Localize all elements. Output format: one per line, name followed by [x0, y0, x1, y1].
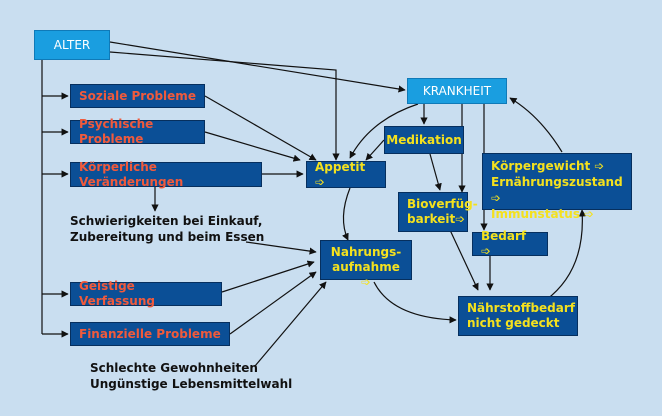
- edge-psychische-appetit: [204, 131, 301, 162]
- label-schwierigkeiten-line1: Schwierigkeiten bei Einkauf,: [70, 214, 263, 228]
- node-medikation: Medikation: [384, 126, 464, 154]
- node-naehrstoffbedarf-line2: nicht gedeckt: [467, 316, 560, 330]
- node-bioverfuegbarkeit-line2: barkeit➩: [407, 212, 466, 226]
- node-appetit: Appetit ➩: [306, 160, 386, 189]
- edge-bioverf-naehrstoff: [449, 229, 479, 291]
- edge-finanzielle-nahrung: [229, 271, 317, 335]
- node-finanzielle-probleme: Finanzielle Probleme: [70, 322, 230, 346]
- node-ernaehrungszustand: Ernährungszustand ➩: [491, 175, 623, 205]
- node-krankheit: KRANKHEIT: [407, 78, 507, 104]
- node-bioverfuegbarkeit: Bioverfüg- barkeit➩: [398, 192, 478, 232]
- label-schlechte-line1: Schlechte Gewohnheiten: [90, 361, 258, 375]
- edge-naehrstoff-koerpergewicht: [545, 209, 587, 301]
- edge-schwierig-nahrung: [245, 241, 317, 255]
- node-soziale-probleme: Soziale Probleme: [70, 84, 205, 108]
- edge-medikation-bioverf: [429, 153, 442, 191]
- edge-krankheit-appetit: [349, 103, 419, 159]
- node-bioverfuegbarkeit-line1: Bioverfüg-: [407, 197, 478, 211]
- node-immunstatus: Immunstatus ➩: [491, 207, 595, 221]
- label-schlechte-gewohnheiten: Schlechte Gewohnheiten Ungünstige Lebens…: [90, 360, 292, 392]
- edge-soziale-appetit: [204, 95, 317, 161]
- label-schwierigkeiten: Schwierigkeiten bei Einkauf, Zubereitung…: [70, 213, 264, 245]
- node-koerperzustand: Körpergewicht ➩ Ernährungszustand ➩ Immu…: [482, 153, 632, 221]
- node-nahrungsaufnahme-line1: Nahrungs-: [330, 245, 402, 259]
- node-naehrstoffbedarf: Nährstoffbedarf nicht gedeckt: [458, 296, 578, 336]
- edge-nahrung-naehrstoff: [373, 281, 457, 324]
- label-schlechte-line2: Ungünstige Lebensmittelwahl: [90, 377, 293, 391]
- node-nahrungsaufnahme-line2: aufnahme ➩: [332, 260, 400, 289]
- node-koerpergewicht: Körpergewicht ➩: [491, 159, 605, 173]
- node-psychische-probleme: Psychische Probleme: [70, 117, 205, 146]
- edge-geistige-nahrung: [221, 260, 315, 293]
- edge-schlecht-nahrung: [254, 281, 327, 367]
- node-nahrungsaufnahme: Nahrungs- aufnahme ➩: [320, 240, 412, 289]
- edge-koerpergewicht-krankheit: [509, 97, 563, 153]
- edge-alter-krankheit: [109, 41, 406, 93]
- node-koerperliche-veraenderungen: Körperliche Veränderungen: [70, 160, 262, 189]
- node-bedarf: Bedarf ➩: [472, 229, 548, 258]
- label-schwierigkeiten-line2: Zubereitung und beim Essen: [70, 230, 265, 244]
- node-alter: ALTER: [34, 30, 110, 60]
- edge-appetit-nahrung: [342, 187, 351, 241]
- edge-alter-appetit: [109, 51, 340, 161]
- edge-medikation-appetit: [365, 139, 385, 161]
- node-geistige-verfassung: Geistige Verfassung: [70, 279, 222, 308]
- node-naehrstoffbedarf-line1: Nährstoffbedarf: [467, 301, 575, 315]
